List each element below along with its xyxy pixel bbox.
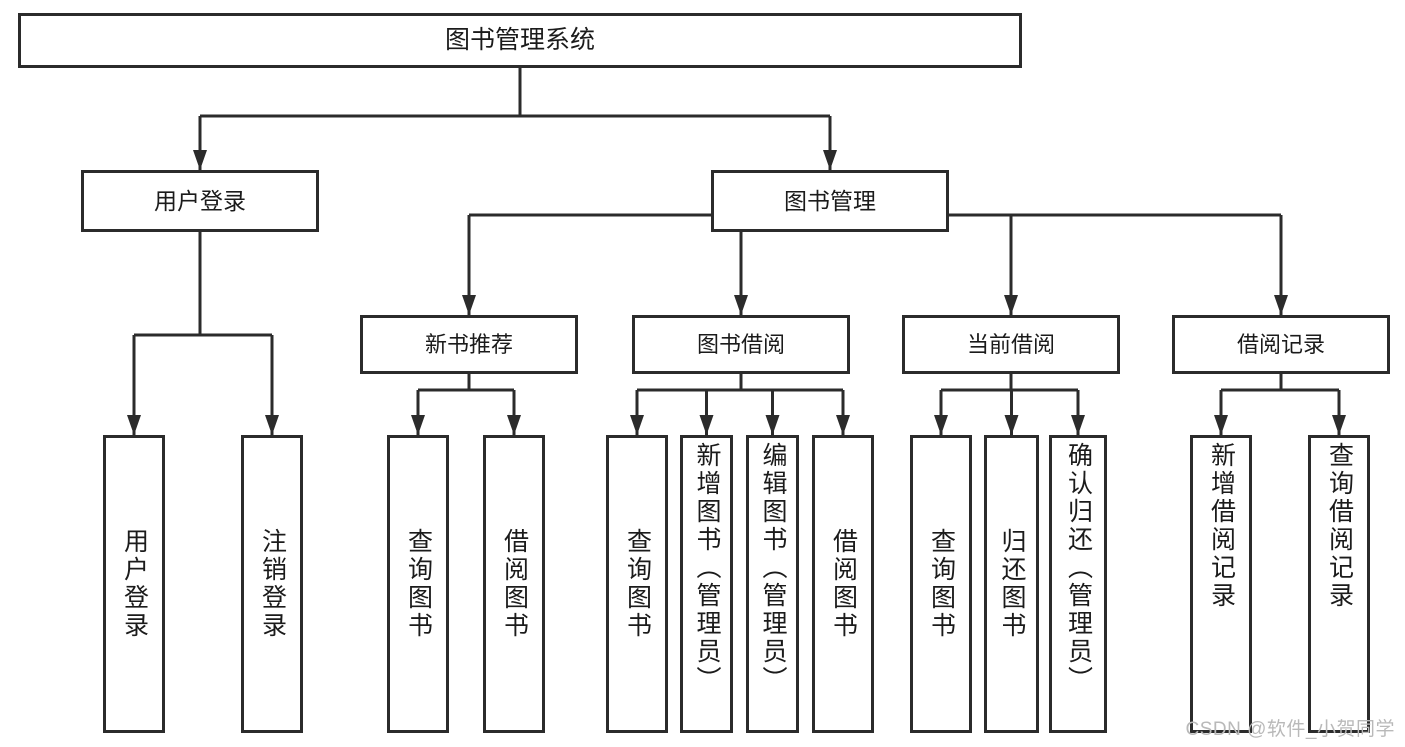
node-label: 查询图书 bbox=[927, 528, 956, 640]
node-borrow[interactable]: 图书借阅 bbox=[632, 315, 850, 374]
arrow-head-4-2 bbox=[765, 415, 780, 435]
node-leaf-cu-return[interactable]: 归还图书 bbox=[984, 435, 1039, 733]
node-bookmgmt[interactable]: 图书管理 bbox=[711, 170, 949, 232]
node-leaf-re-add[interactable]: 新增借阅记录 bbox=[1190, 435, 1252, 733]
node-label: 新书推荐 bbox=[424, 331, 513, 357]
node-label: 注销登录 bbox=[258, 528, 287, 640]
node-label: 图书借阅 bbox=[696, 331, 785, 357]
node-leaf-bo-query[interactable]: 查询图书 bbox=[606, 435, 668, 733]
node-label: 编辑图书（管理员） bbox=[759, 442, 787, 694]
arrow-head-3-0 bbox=[411, 415, 425, 435]
arrow-head-1-0 bbox=[127, 415, 141, 435]
node-label: 归还图书 bbox=[998, 528, 1026, 640]
node-leaf-new-borrow[interactable]: 借阅图书 bbox=[483, 435, 545, 733]
node-leaf-cu-confirm[interactable]: 确认归还（管理员） bbox=[1049, 435, 1107, 733]
node-leaf-re-query[interactable]: 查询借阅记录 bbox=[1308, 435, 1370, 733]
arrow-head-2-1 bbox=[734, 295, 748, 315]
arrow-head-6-1 bbox=[1332, 415, 1346, 435]
node-leaf-bo-borrow[interactable]: 借阅图书 bbox=[812, 435, 874, 733]
node-label: 用户登录 bbox=[120, 528, 149, 640]
node-label: 查询图书 bbox=[404, 528, 433, 640]
arrow-head-0-1 bbox=[823, 150, 837, 170]
arrow-head-4-3 bbox=[836, 415, 850, 435]
arrow-head-4-0 bbox=[630, 415, 644, 435]
node-leaf-cu-query[interactable]: 查询图书 bbox=[910, 435, 972, 733]
node-leaf-login[interactable]: 用户登录 bbox=[103, 435, 165, 733]
arrow-head-2-3 bbox=[1274, 295, 1288, 315]
arrow-head-4-1 bbox=[699, 415, 714, 435]
node-label: 新增图书（管理员） bbox=[693, 442, 721, 694]
arrow-head-3-1 bbox=[507, 415, 521, 435]
node-login[interactable]: 用户登录 bbox=[81, 170, 319, 232]
node-label: 图书管理系统 bbox=[444, 26, 595, 54]
arrow-head-1-1 bbox=[265, 415, 279, 435]
arrow-head-5-2 bbox=[1071, 415, 1085, 435]
watermark: CSDN @软件_小贺同学 bbox=[1185, 719, 1395, 740]
node-leaf-new-query[interactable]: 查询图书 bbox=[387, 435, 449, 733]
node-leaf-bo-edit[interactable]: 编辑图书（管理员） bbox=[746, 435, 799, 733]
node-label: 借阅图书 bbox=[829, 528, 858, 640]
arrow-head-0-0 bbox=[193, 150, 207, 170]
node-root[interactable]: 图书管理系统 bbox=[18, 13, 1022, 68]
node-label: 查询借阅记录 bbox=[1325, 442, 1354, 610]
node-current[interactable]: 当前借阅 bbox=[902, 315, 1120, 374]
node-records[interactable]: 借阅记录 bbox=[1172, 315, 1390, 374]
node-leaf-logout[interactable]: 注销登录 bbox=[241, 435, 303, 733]
node-label: 图书管理 bbox=[784, 187, 876, 214]
node-label: 当前借阅 bbox=[966, 331, 1055, 357]
node-label: 查询图书 bbox=[623, 528, 652, 640]
arrow-head-6-0 bbox=[1214, 415, 1228, 435]
arrow-head-5-1 bbox=[1004, 415, 1019, 435]
node-label: 确认归还（管理员） bbox=[1064, 442, 1093, 694]
node-label: 借阅记录 bbox=[1236, 331, 1325, 357]
node-label: 新增借阅记录 bbox=[1207, 442, 1236, 610]
arrow-head-5-0 bbox=[934, 415, 948, 435]
node-leaf-bo-add[interactable]: 新增图书（管理员） bbox=[680, 435, 733, 733]
node-label: 用户登录 bbox=[154, 187, 246, 214]
node-label: 借阅图书 bbox=[500, 528, 529, 640]
arrow-head-2-2 bbox=[1004, 295, 1018, 315]
node-newbook[interactable]: 新书推荐 bbox=[360, 315, 578, 374]
arrow-head-2-0 bbox=[462, 295, 476, 315]
